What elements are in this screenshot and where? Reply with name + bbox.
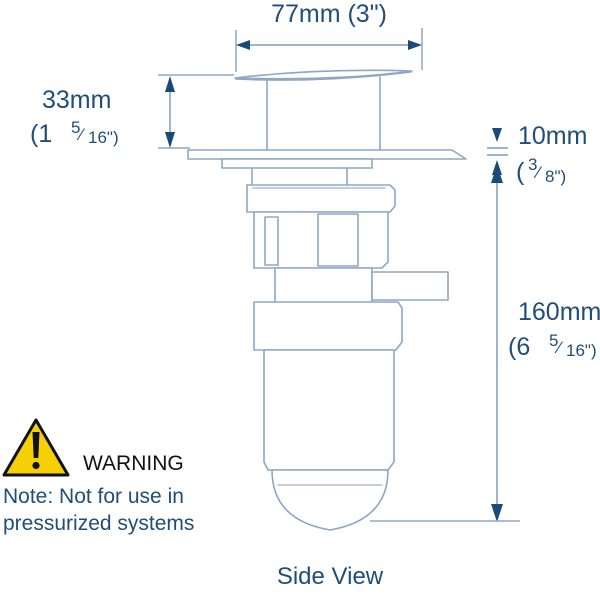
dimension-cap-height: 33mm (1 5 ⁄ 16") <box>30 74 234 149</box>
warning-note-line-2: pressurized systems <box>3 512 194 535</box>
warning-note-line-1: Note: Not for use in <box>3 485 184 508</box>
cap-imperial-denominator: 16") <box>88 128 119 147</box>
length-imperial-label: (6 5 ⁄ 16") <box>508 331 597 361</box>
cap-height-imperial-label: (1 5 ⁄ 16") <box>30 118 119 148</box>
cap-arrow-down-icon <box>165 132 175 148</box>
part-side-view-geometry <box>187 69 467 531</box>
retaining-nut-collar <box>253 301 403 351</box>
dimension-overall-length: 160mm (6 5 ⁄ 16") <box>370 165 600 522</box>
width-arrow-left-icon <box>236 40 250 50</box>
cap-imperial-whole: (1 <box>30 120 52 148</box>
gasket-imperial-numerator: 3 <box>528 155 537 174</box>
length-metric-label: 160mm <box>518 298 600 326</box>
exclamation-mark-icon <box>32 432 40 458</box>
gasket-imperial-denominator: 8") <box>545 167 566 186</box>
seat-washer-plate <box>221 158 373 169</box>
upper-collar-nut <box>246 184 396 213</box>
length-imperial-numerator: 5 <box>549 331 558 350</box>
lower-neck <box>274 267 373 306</box>
cap-imperial-numerator: 5 <box>71 118 80 137</box>
exclamation-dot-icon <box>32 461 40 470</box>
dimension-overall-width: 77mm (3") <box>235 0 423 72</box>
warning-title: WARNING <box>83 452 184 475</box>
top-cap-plate <box>234 69 413 80</box>
body-slot-left <box>264 216 279 266</box>
cap-fraction-slash-icon: ⁄ <box>76 125 86 144</box>
upper-flange-plate <box>187 149 467 160</box>
bottom-barrel-body <box>263 349 395 471</box>
warning-block: WARNING Note: Not for use in pressurized… <box>2 418 194 535</box>
gasket-arrow-down-icon <box>492 128 502 142</box>
cap-arrow-up-icon <box>165 76 175 92</box>
side-outlet-spout <box>371 271 449 301</box>
top-cap-underside <box>235 71 412 81</box>
view-caption: Side View <box>277 563 384 590</box>
cap-height-metric-label: 33mm <box>42 86 111 114</box>
width-dim-label: 77mm (3") <box>271 0 387 28</box>
body-slot-center <box>317 213 359 267</box>
dimension-gasket-thickness: 10mm ( 3 ⁄ 8") <box>487 122 587 186</box>
gasket-metric-label: 10mm <box>518 122 587 150</box>
gasket-imperial-label: ( 3 ⁄ 8") <box>516 155 566 186</box>
length-imperial-whole: (6 <box>508 333 530 361</box>
gasket-fraction-slash-icon: ⁄ <box>533 163 543 182</box>
gasket-imperial-open: ( <box>516 158 525 186</box>
length-imperial-denominator: 16") <box>566 341 597 360</box>
length-fraction-slash-icon: ⁄ <box>554 338 564 357</box>
length-arrow-up-icon <box>491 165 503 183</box>
length-arrow-down-icon <box>491 504 503 522</box>
width-arrow-right-icon <box>408 40 422 50</box>
